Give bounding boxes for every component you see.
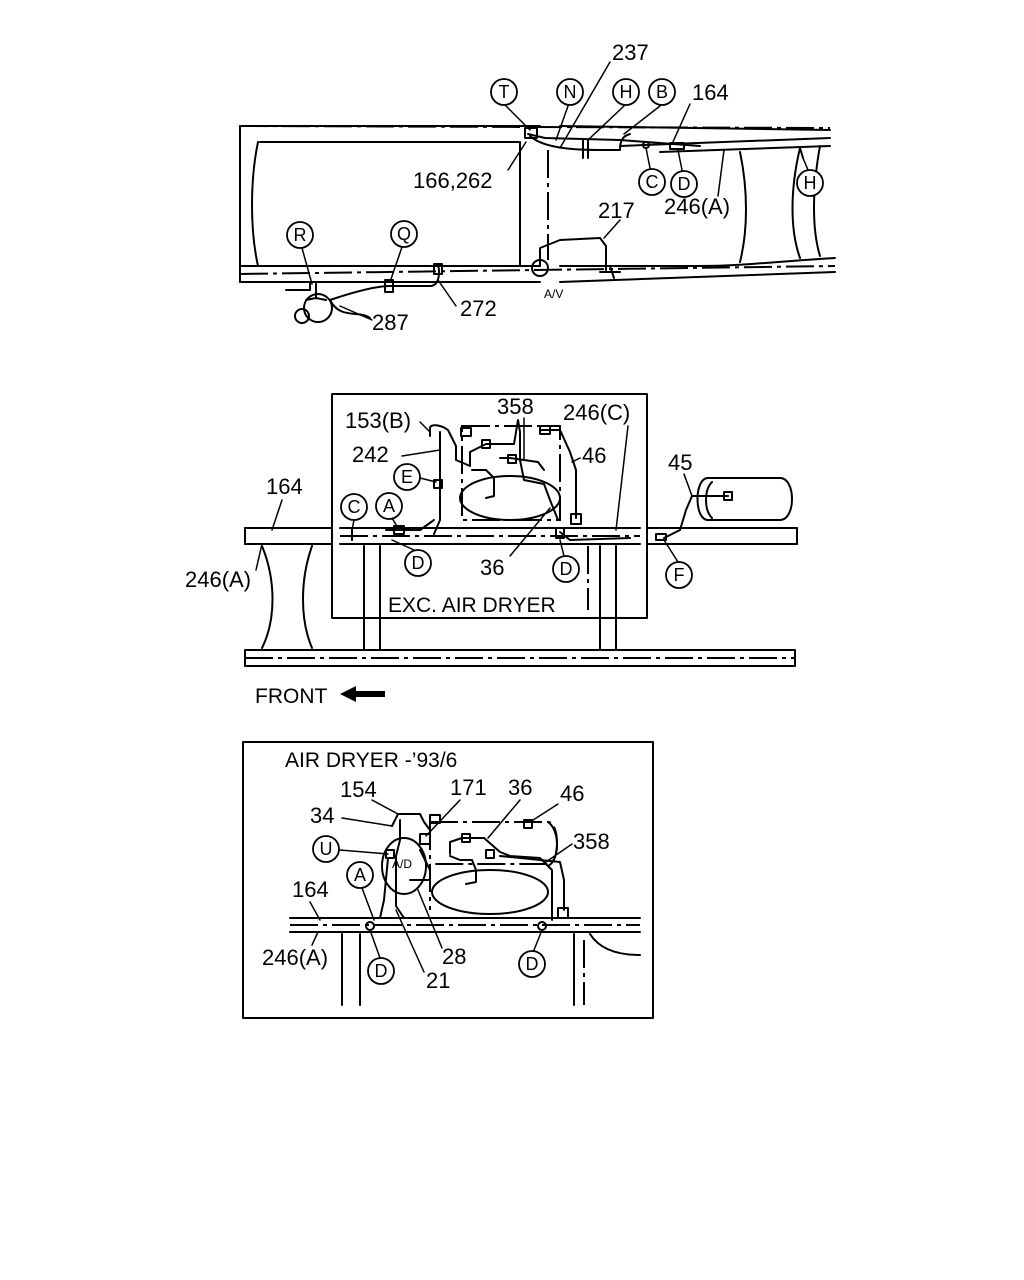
bottom-view-labels: AIR DRYER -’93/6 154 171 36 46 34 358 16… <box>262 749 610 993</box>
callout-e-text: E <box>401 467 413 487</box>
callout-c <box>638 168 666 196</box>
label-28: 28 <box>442 944 466 969</box>
label-287: 287 <box>372 310 409 335</box>
callout-u-text: U <box>320 839 333 859</box>
callout-h2-text: H <box>804 173 817 193</box>
label-21: 21 <box>426 968 450 993</box>
callout-d1-mid <box>404 549 432 577</box>
callout-f-text: F <box>674 565 685 585</box>
label-153b: 153(B) <box>345 408 411 433</box>
callout-n <box>556 78 584 106</box>
callout-e <box>393 463 421 491</box>
callout-f <box>665 561 693 589</box>
callout-c-mid-text: C <box>348 497 361 517</box>
callout-c-text: C <box>646 172 659 192</box>
callout-a-bottom <box>346 861 374 889</box>
callout-c-mid <box>340 493 368 521</box>
callout-d2-mid-text: D <box>560 559 573 579</box>
callout-r <box>286 221 314 249</box>
label-217: 217 <box>598 198 635 223</box>
callout-t-text: T <box>499 82 510 102</box>
callout-r-text: R <box>294 225 307 245</box>
middle-view-frame <box>244 477 798 667</box>
caption-exc-air-dryer: EXC. AIR DRYER <box>388 594 556 617</box>
callout-u <box>312 835 340 863</box>
top-view-pipes <box>285 127 804 324</box>
label-246c: 246(C) <box>563 400 630 425</box>
label-154: 154 <box>340 777 377 802</box>
top-view-frame <box>239 125 836 283</box>
inset-box-air-dryer <box>242 741 654 1019</box>
label-164-mid: 164 <box>266 474 303 499</box>
callout-d <box>670 170 698 198</box>
label-246a-mid: 246(A) <box>185 567 251 592</box>
callout-n-text: N <box>564 82 577 102</box>
callout-d2-bottom-text: D <box>526 954 539 974</box>
label-36-mid: 36 <box>480 555 504 580</box>
label-237: 237 <box>612 40 649 65</box>
middle-view-labels: 153(B) 358 246(C) 242 46 45 164 246(A) 3… <box>185 394 693 617</box>
callout-d1-bottom-text: D <box>375 961 388 981</box>
label-av: A/V <box>544 287 563 301</box>
callout-a-mid-text: A <box>383 496 395 516</box>
label-358: 358 <box>497 394 534 419</box>
callout-a-bottom-text: A <box>354 865 366 885</box>
front-label: FRONT <box>255 685 327 708</box>
label-ad: A/D <box>392 857 412 871</box>
callout-d2-mid <box>552 555 580 583</box>
callout-d-text: D <box>678 174 691 194</box>
bottom-inset <box>242 741 654 1019</box>
callout-d1-mid-text: D <box>412 553 425 573</box>
label-46-bottom: 46 <box>560 781 584 806</box>
front-indicator: FRONT <box>255 685 385 708</box>
label-272: 272 <box>460 296 497 321</box>
label-46: 46 <box>582 443 606 468</box>
middle-inset <box>331 393 648 651</box>
label-246a: 246(A) <box>664 194 730 219</box>
inset-box-exc-air-dryer <box>331 393 648 619</box>
label-246a-bottom: 246(A) <box>262 945 328 970</box>
callout-t <box>490 78 518 106</box>
label-164: 164 <box>692 80 729 105</box>
callout-h1 <box>612 78 640 106</box>
label-34: 34 <box>310 803 334 828</box>
caption-air-dryer: AIR DRYER -’93/6 <box>285 749 457 772</box>
callout-q-text: Q <box>397 224 411 244</box>
label-36-bottom: 36 <box>508 775 532 800</box>
callout-a-mid <box>375 492 403 520</box>
label-358-bottom: 358 <box>573 829 610 854</box>
top-view-labels: 237 164 166,262 246(A) 217 272 287 A/V T… <box>286 40 824 335</box>
callout-d1-bottom <box>367 957 395 985</box>
label-45: 45 <box>668 450 692 475</box>
label-242: 242 <box>352 442 389 467</box>
arrow-left-icon <box>340 686 385 702</box>
callout-b-text: B <box>656 82 668 102</box>
label-171: 171 <box>450 775 487 800</box>
callout-h1-text: H <box>620 82 633 102</box>
callout-b <box>648 78 676 106</box>
callout-q <box>390 220 418 248</box>
label-166-262: 166,262 <box>413 168 493 193</box>
callout-d2-bottom <box>518 950 546 978</box>
callout-h2 <box>796 169 824 197</box>
label-164-bottom: 164 <box>292 877 329 902</box>
